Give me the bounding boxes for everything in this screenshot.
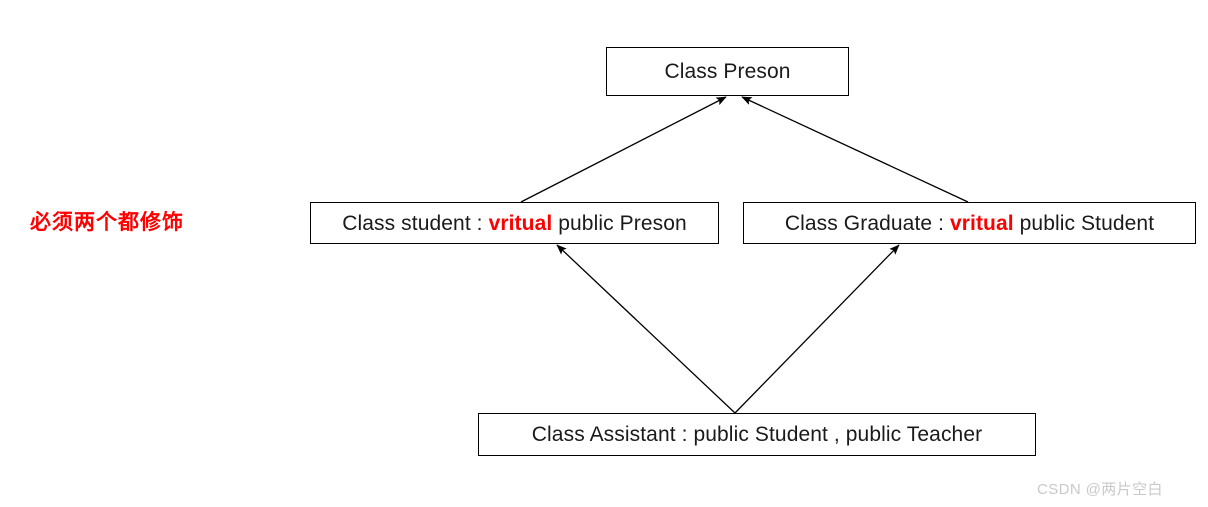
annotation-note: 必须两个都修饰: [30, 211, 184, 234]
class-box-student: Class student : vritual public Preson: [310, 202, 719, 244]
class-box-graduate-label: Class Graduate : vritual public Student: [784, 211, 1155, 235]
virtual-keyword: vritual: [488, 211, 553, 235]
class-box-assistant-label: Class Assistant : public Student , publi…: [531, 423, 983, 446]
csdn-watermark: CSDN @两片空白: [1037, 481, 1163, 498]
arrow-student-to-preson: [520, 96, 727, 203]
class-box-assistant: Class Assistant : public Student , publi…: [478, 413, 1036, 456]
class-box-graduate: Class Graduate : vritual public Student: [743, 202, 1196, 244]
class-box-preson-label: Class Preson: [664, 60, 791, 83]
arrow-graduate-to-preson: [741, 96, 969, 203]
class-box-preson: Class Preson: [606, 47, 849, 96]
class-box-student-label: Class student : vritual public Preson: [342, 211, 687, 235]
arrow-assistant-to-student: [556, 244, 736, 414]
arrow-assistant-to-graduate: [734, 244, 900, 414]
virtual-keyword: vritual: [949, 211, 1014, 235]
